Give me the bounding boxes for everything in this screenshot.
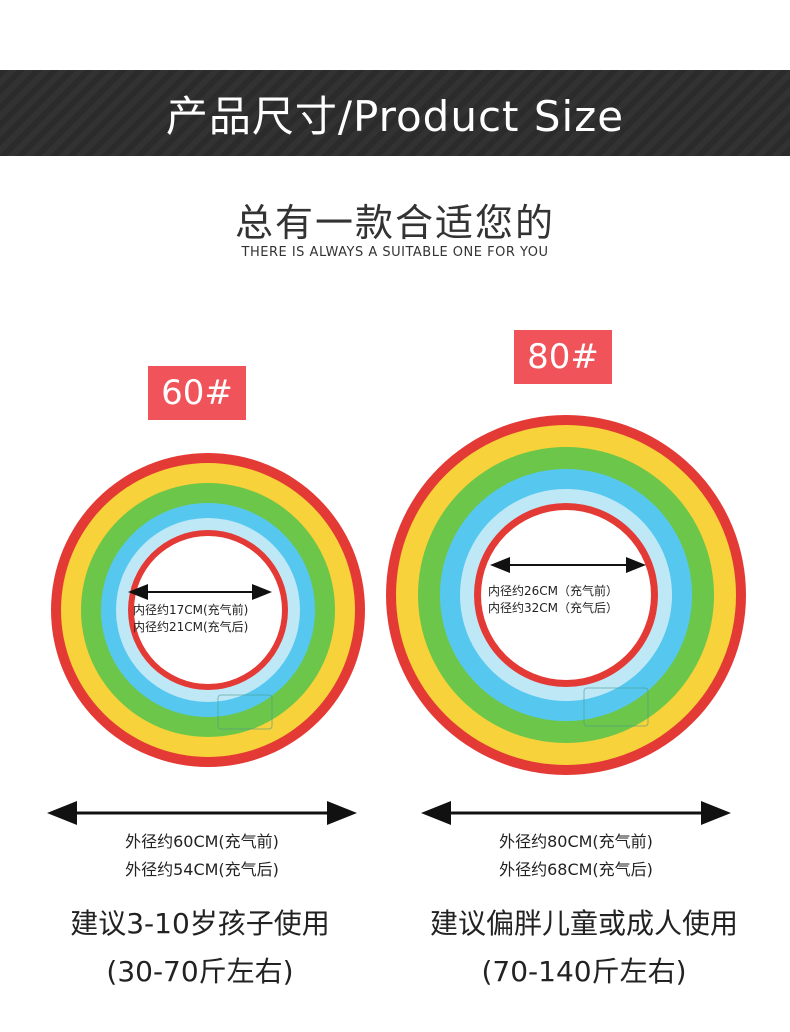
page-title: 产品尺寸/Product Size bbox=[165, 91, 625, 141]
label-sticker-icon bbox=[583, 687, 649, 727]
size-tag-80: 80# bbox=[514, 330, 612, 384]
recommendation-60: 建议3-10岁孩子使用 bbox=[70, 907, 330, 940]
outer-diameter-after-60: 外径约54CM(充气后) bbox=[125, 860, 279, 879]
size-tag-60: 60# bbox=[148, 366, 246, 420]
outer-diameter-after-80: 外径约68CM(充气后) bbox=[499, 860, 653, 879]
recommendation-80: 建议偏胖儿童或成人使用 bbox=[429, 907, 738, 940]
inner-diameter-before-80: 内径约26CM（充气前） bbox=[488, 584, 619, 598]
inner-diameter-after-80: 内径约32CM（充气后） bbox=[488, 601, 619, 615]
outer-diameter-before-60: 外径约60CM(充气前) bbox=[125, 832, 279, 851]
swim-ring-60 bbox=[51, 453, 365, 767]
weight-range-60: (30-70斤左右) bbox=[106, 955, 294, 988]
subtitle-chinese: 总有一款合适您的 bbox=[234, 201, 555, 245]
inner-diameter-after-60: 内径约21CM(充气后) bbox=[133, 620, 249, 634]
weight-range-80: (70-140斤左右) bbox=[481, 955, 687, 988]
outer-diameter-before-80: 外径约80CM(充气前) bbox=[499, 832, 653, 851]
inner-diameter-before-60: 内径约17CM(充气前) bbox=[133, 603, 249, 617]
header-banner: 产品尺寸/Product Size bbox=[0, 70, 790, 156]
label-sticker-icon bbox=[217, 694, 273, 730]
subtitle-english: THERE IS ALWAYS A SUITABLE ONE FOR YOU bbox=[241, 245, 549, 260]
swim-ring-80 bbox=[386, 415, 746, 775]
